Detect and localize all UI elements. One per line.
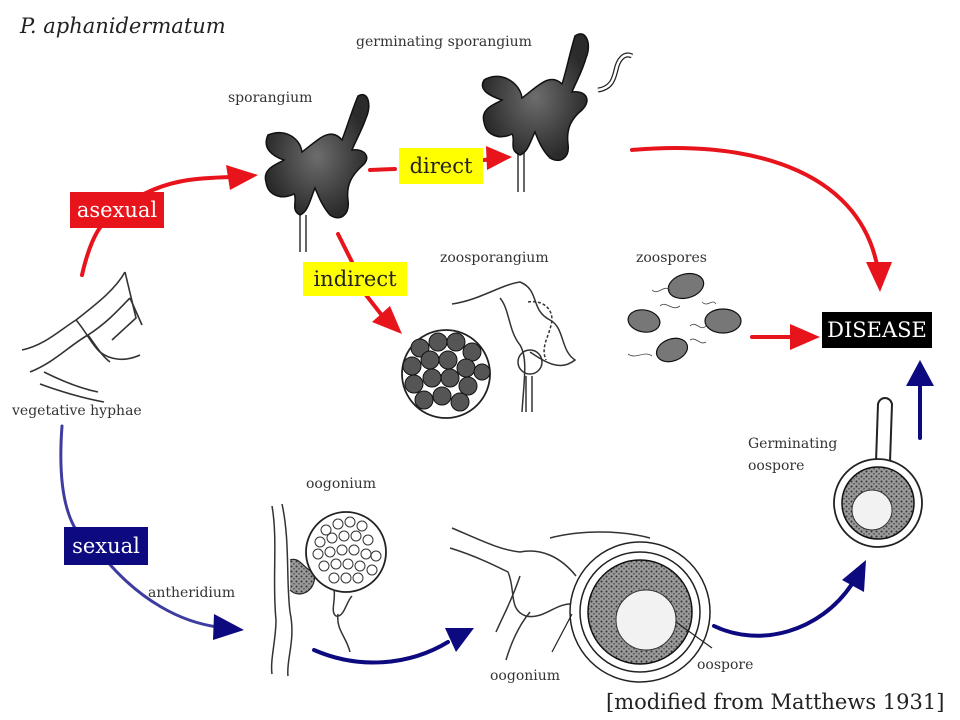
asexual-arrows xyxy=(80,146,892,350)
arrowhead-oospore xyxy=(445,628,474,652)
zoospore-cluster xyxy=(402,332,491,412)
label-germinating-sporangium: germinating sporangium xyxy=(356,34,532,50)
diagram-title: P. aphanidermatum xyxy=(20,14,226,38)
arrow-sporangium-to-indirect xyxy=(336,232,354,264)
arrow-oospore-to-germinating xyxy=(712,582,854,638)
oospore-illustration xyxy=(449,527,713,683)
arrow-hyphae-to-sexual xyxy=(59,424,86,542)
label-germinating-oospore: Germinating oospore xyxy=(748,436,838,474)
label-oogonium-top: oogonium xyxy=(306,476,377,492)
arrowhead-disease-bottom xyxy=(906,360,934,386)
arrow-oogonium-to-oospore xyxy=(312,640,450,665)
arrowhead-germinating-oospore xyxy=(842,560,866,592)
sexual-box: sexual xyxy=(64,527,148,565)
label-antheridium: antheridium xyxy=(148,585,236,601)
zoosporangium-illustration xyxy=(401,281,577,419)
arrow-germinating-to-disease xyxy=(630,146,880,272)
arrow-sporangium-to-direct xyxy=(368,167,397,172)
arrowhead-disease-top xyxy=(866,262,892,292)
arrowhead-sporangium xyxy=(226,165,258,190)
label-oogonium-bottom: oogonium xyxy=(490,668,561,684)
arrowhead-germinating xyxy=(486,146,512,170)
zoospores-illustration xyxy=(627,272,742,363)
germinating-sporangium-illustration xyxy=(481,33,634,192)
disease-box: DISEASE xyxy=(822,312,932,348)
germinating-oospore-illustration xyxy=(833,397,923,548)
vegetative-hyphae-illustration xyxy=(21,271,143,403)
source-caption: [modified from Matthews 1931] xyxy=(606,690,945,714)
oogonium-antheridium-illustration xyxy=(270,503,387,677)
label-zoospores: zoospores xyxy=(636,250,707,266)
label-sporangium: sporangium xyxy=(228,90,313,106)
arrowhead-zoosporangium xyxy=(372,306,402,334)
arrowhead-disease-left xyxy=(790,324,820,350)
sexual-arrows xyxy=(59,360,934,665)
arrowhead-antheridium xyxy=(213,614,244,640)
arrow-hyphae-to-asexual xyxy=(80,220,108,277)
sporangium-illustration xyxy=(264,93,370,252)
arrow-sexual-to-antheridium xyxy=(104,558,220,629)
indirect-box: indirect xyxy=(303,262,407,296)
arrow-asexual-to-sporangium xyxy=(138,175,234,198)
asexual-box: asexual xyxy=(70,192,164,228)
direct-box: direct xyxy=(399,148,483,184)
label-oospore: oospore xyxy=(697,657,754,673)
label-zoosporangium: zoosporangium xyxy=(440,250,549,266)
oogonium-granules xyxy=(312,516,382,584)
label-vegetative-hyphae: vegetative hyphae xyxy=(12,403,142,419)
